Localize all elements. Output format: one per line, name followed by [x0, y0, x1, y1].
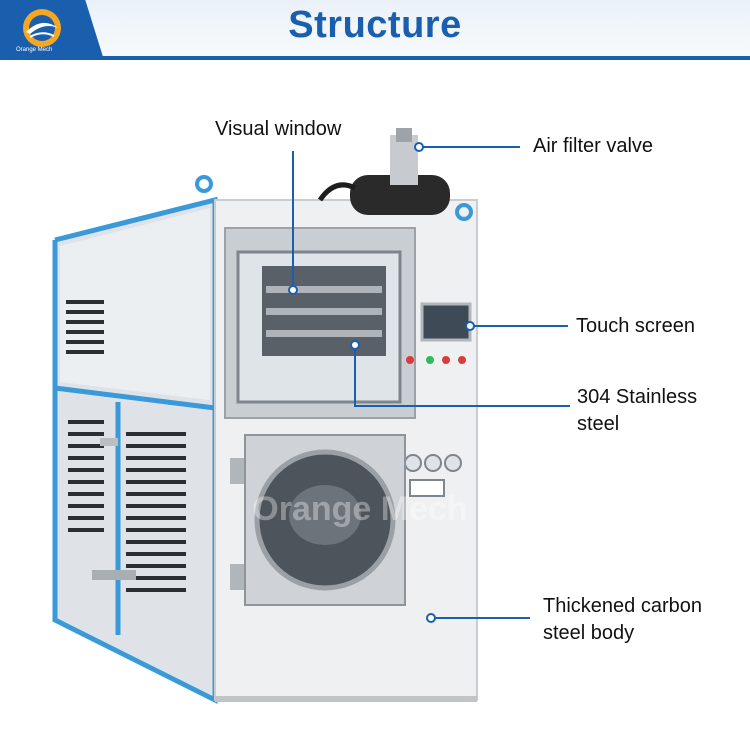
header-band — [0, 0, 750, 56]
callout-carbon-line1: Thickened carbon — [543, 595, 702, 617]
header-rule — [0, 56, 750, 60]
header-bar: Orange Mech Structure — [0, 0, 750, 62]
callout-stainless-line1: 304 Stainless — [577, 386, 698, 408]
callout-dot-visual-window — [288, 285, 298, 295]
page-title: Structure — [288, 4, 462, 46]
callout-stainless-line2: steel — [577, 413, 620, 435]
callout-dot-air-filter — [414, 142, 424, 152]
callout-dot-touch-screen — [465, 321, 475, 331]
callout-touch-screen: Touch screen — [576, 315, 695, 337]
vent-grille — [66, 300, 186, 592]
callout-dot-stainless — [350, 340, 360, 350]
logo-text: Orange Mech — [16, 47, 53, 53]
callout-dot-carbon — [426, 613, 436, 623]
callout-carbon-line2: steel body — [543, 622, 635, 644]
callout-air-filter-valve: Air filter valve — [533, 135, 654, 157]
callout-line-stainless — [354, 345, 570, 407]
watermark-text: Orange Mech — [252, 490, 467, 528]
freeze-dryer-photo: Orange Mech — [52, 128, 570, 705]
orange-mech-logo — [23, 9, 61, 47]
callout-visual-window: Visual window — [215, 118, 342, 140]
